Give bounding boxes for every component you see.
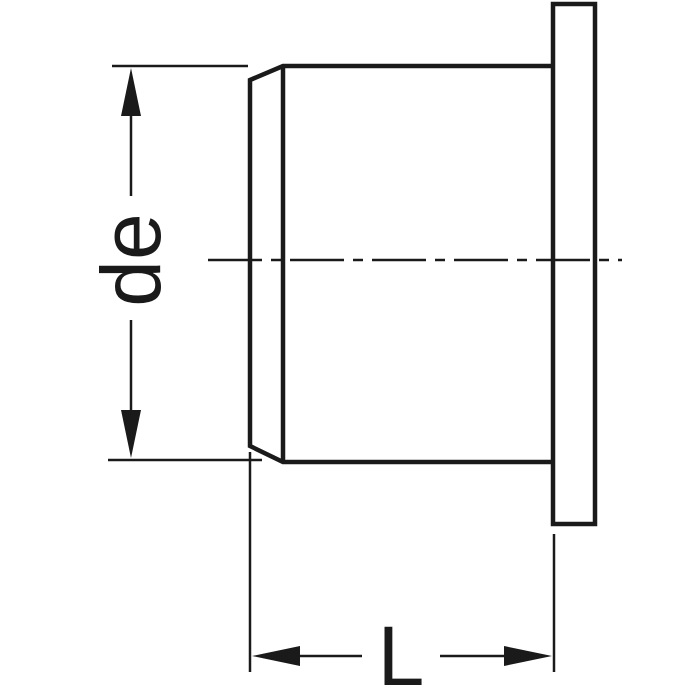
diameter-label: de — [84, 213, 178, 306]
flange — [550, 1, 598, 527]
length-arrow-right — [504, 646, 552, 666]
diameter-arrow-up — [121, 68, 141, 116]
pipe-body-outline — [247, 63, 555, 465]
part-outline — [247, 1, 598, 527]
length-label: L — [378, 609, 425, 700]
diameter-dimension: de — [84, 64, 262, 462]
length-arrow-left — [252, 646, 300, 666]
length-dimension: L — [248, 452, 556, 700]
diameter-arrow-down — [121, 410, 141, 458]
